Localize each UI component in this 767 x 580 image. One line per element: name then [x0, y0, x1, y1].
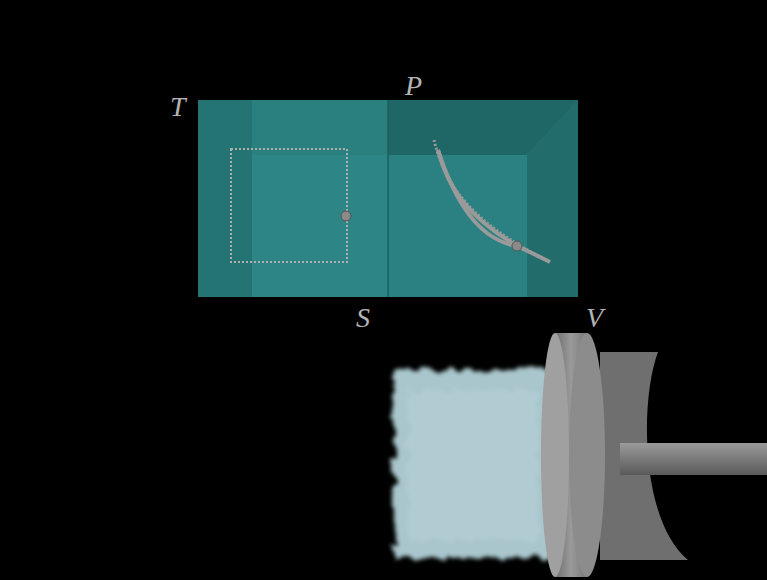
- axis-label: V: [586, 304, 603, 332]
- pv-cycle: [434, 140, 550, 262]
- axis-label: S: [356, 304, 370, 332]
- piston-cylinder: [394, 333, 767, 577]
- ts-cycle: [231, 149, 351, 262]
- state-box: [198, 100, 578, 297]
- axis-label: P: [405, 72, 422, 100]
- axis-label: T: [170, 93, 186, 121]
